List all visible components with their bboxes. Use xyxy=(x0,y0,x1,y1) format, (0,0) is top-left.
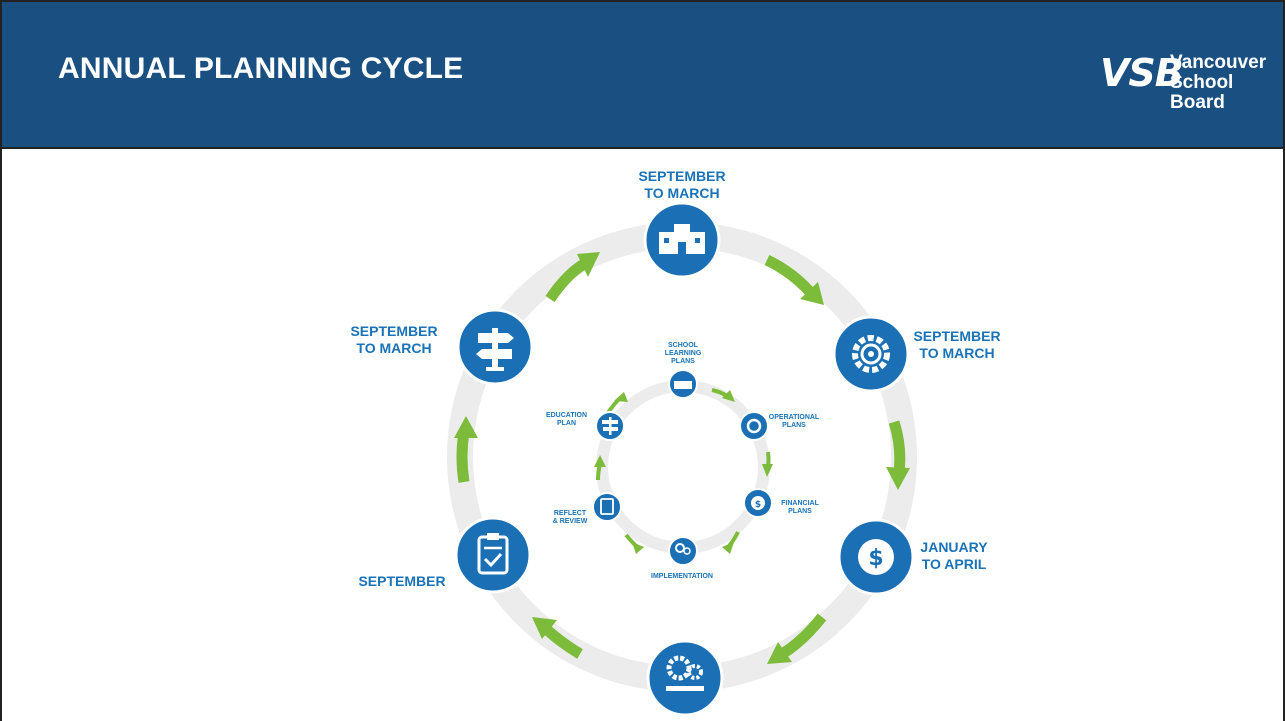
gear-icon xyxy=(832,315,910,393)
inner-dollar-icon: $ xyxy=(743,488,773,518)
inner-gear-icon xyxy=(739,411,769,441)
clipboard-check-icon xyxy=(454,516,532,594)
svg-text:$: $ xyxy=(868,546,883,571)
outer-arrows xyxy=(456,255,906,659)
inner-arrow-stems xyxy=(596,388,771,550)
inner-arrow-stem-2 xyxy=(711,388,732,400)
label-school-learning-plans: SCHOOL LEARNING PLANS xyxy=(664,342,702,365)
inner-signpost-icon xyxy=(595,411,625,441)
inner-arrow-6 xyxy=(594,455,606,467)
logo-mark: VSB xyxy=(1100,51,1184,95)
header-bar: ANNUAL PLANNING CYCLE VSB Vancouver Scho… xyxy=(2,2,1283,149)
outer-arrowheads xyxy=(454,252,910,664)
label-reflect-review: REFLECT & REVIEW xyxy=(552,510,588,525)
dollar-icon: $ xyxy=(837,518,915,596)
label-education-plan: EDUCATION PLAN xyxy=(545,412,588,427)
inner-arrow-stem-5 xyxy=(624,533,640,550)
inner-ring xyxy=(596,380,770,554)
label-lower-right: JANUARY TO APRIL xyxy=(920,539,988,572)
outer-arrowhead-2 xyxy=(800,282,824,305)
inner-clipboard-icon xyxy=(592,492,622,522)
inner-arrow-3 xyxy=(762,464,773,477)
label-top: SEPTEMBER TO MARCH xyxy=(638,168,726,201)
label-lower-left: SEPTEMBER xyxy=(358,573,446,589)
logo-text-line2: School Board xyxy=(1170,72,1234,113)
inner-school-icon xyxy=(668,369,698,399)
inner-gears-icon xyxy=(668,536,698,566)
label-implementation: IMPLEMENTATION xyxy=(651,573,713,580)
outer-arrow-3 xyxy=(888,420,906,473)
outer-arrowhead-5 xyxy=(532,617,557,639)
page-title: ANNUAL PLANNING CYCLE xyxy=(58,52,464,85)
gears-progress-icon xyxy=(646,639,724,717)
outer-arrow-4 xyxy=(779,613,827,659)
label-upper-right: SEPTEMBER TO MARCH xyxy=(913,328,1001,361)
outer-arrowhead-4 xyxy=(767,642,792,664)
logo-text: Vancouver School Board xyxy=(1170,53,1280,113)
vsb-logo: VSB Vancouver School Board xyxy=(1100,47,1280,113)
outer-arrowhead-3 xyxy=(886,467,910,490)
inner-arrow-stem-3 xyxy=(766,451,771,467)
outer-arrow-1 xyxy=(545,259,587,303)
label-operational-plans: OPERATIONAL PLANS xyxy=(768,414,820,429)
inner-arrow-stem-4 xyxy=(727,531,740,548)
svg-text:$: $ xyxy=(755,500,761,510)
outer-arrow-6 xyxy=(456,431,470,483)
outer-ring xyxy=(447,222,917,692)
school-icon xyxy=(643,201,721,279)
outer-arrowhead-1 xyxy=(577,252,600,277)
logo-text-line1: Vancouver xyxy=(1170,52,1267,73)
label-financial-plans: FINANCIAL PLANS xyxy=(781,500,819,515)
signpost-icon xyxy=(456,308,534,386)
outer-arrowhead-6 xyxy=(454,416,478,438)
outer-arrow-2 xyxy=(764,255,815,296)
inner-arrow-stem-6 xyxy=(596,463,602,481)
label-upper-left: SEPTEMBER TO MARCH xyxy=(350,323,438,356)
